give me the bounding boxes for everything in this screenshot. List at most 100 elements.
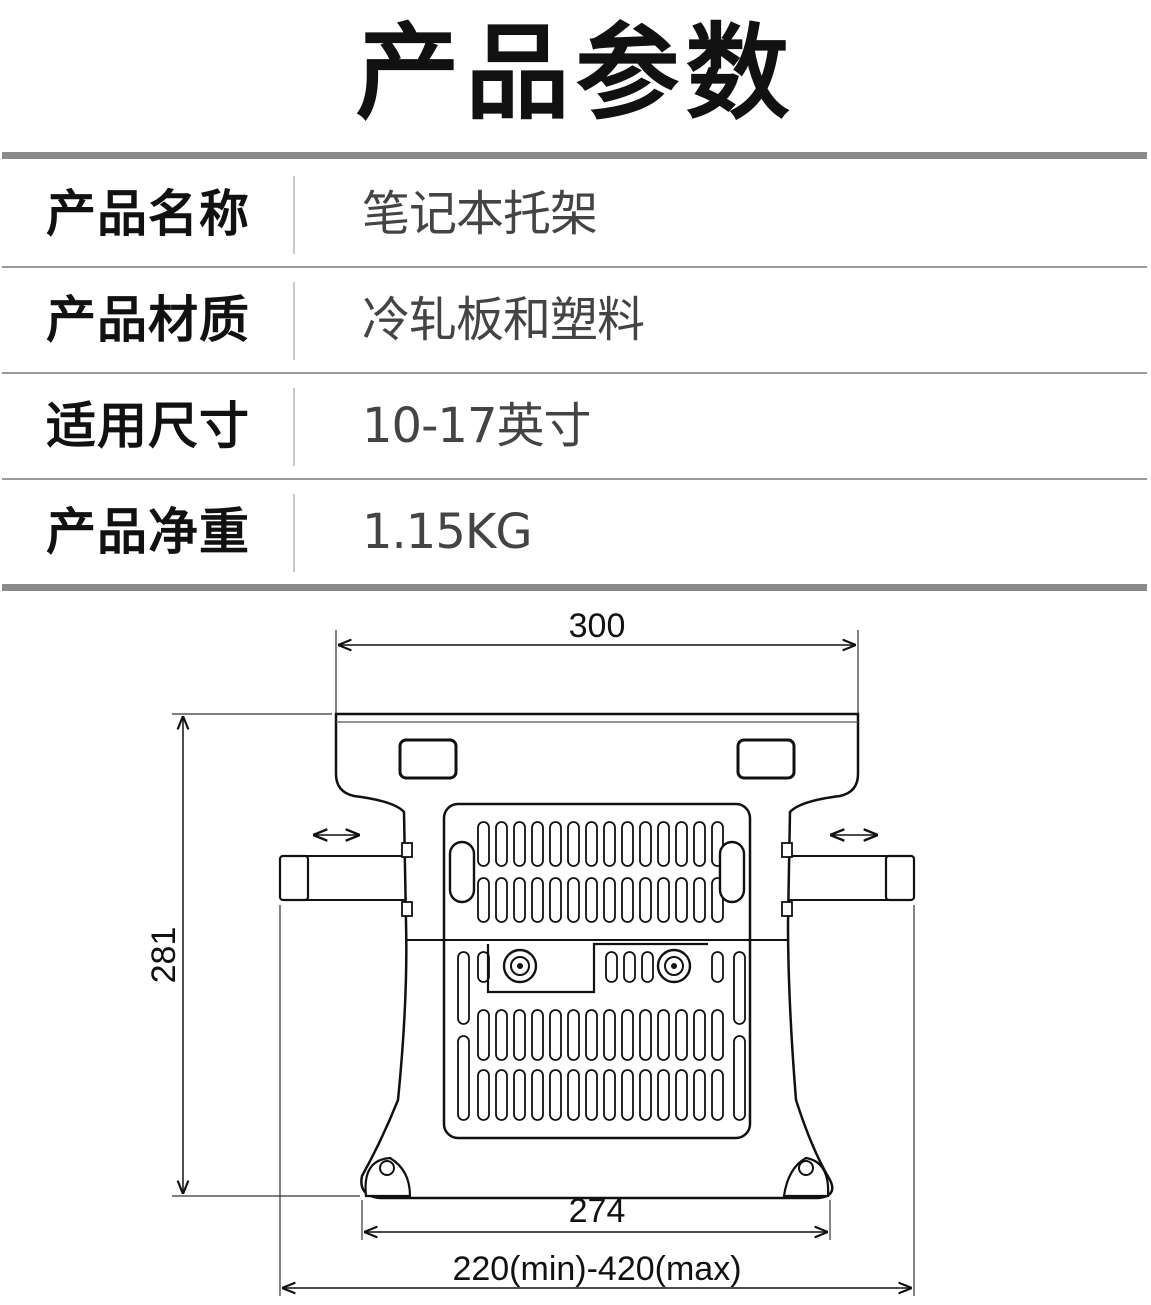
column-divider [293,494,295,572]
spec-row-weight: 产品净重 1.15KG [0,480,1151,584]
vent-slot [675,1069,688,1121]
vent-slot [531,821,544,867]
vent-slot [495,877,508,923]
vent-slot [513,821,526,867]
vent-slot [693,821,706,867]
foot-pad [782,1156,830,1198]
vent-slot [603,821,616,867]
vent-slot [639,1069,652,1121]
vent-slot [477,1069,490,1121]
vent-slot [531,877,544,923]
right-arm [781,835,916,917]
column-divider [293,282,295,360]
arm-range-dimension-label: 220(min)-420(max) [452,1250,741,1288]
spec-value: 10-17英寸 [362,398,591,454]
left-arm [278,835,413,917]
spec-row-material: 产品材质 冷轧板和塑料 [0,268,1151,372]
row-rule [2,266,1147,268]
vent-slot [585,877,598,923]
vent-slot [549,1009,562,1061]
vent-slot [549,877,562,923]
row-rule [2,372,1147,374]
vent-slot [733,1035,746,1121]
vent-slot [639,821,652,867]
vent-slot [549,821,562,867]
vent-slot [711,1069,724,1121]
vent-slot [495,1009,508,1061]
base-dimension-label: 274 [569,1192,626,1230]
foot-pad [364,1156,412,1198]
vent-slot [621,877,634,923]
vent-slot [675,821,688,867]
height-dimension: 281 [145,713,360,1197]
vent-slot [733,951,746,1025]
vent-slot [639,877,652,923]
spec-value: 冷轧板和塑料 [362,292,645,348]
vent-slot [711,877,724,923]
vent-slot [531,1009,544,1061]
vent-slot [623,951,636,983]
vent-slot [567,877,580,923]
vent-slot [567,1069,580,1121]
vent-slot [711,1009,724,1061]
vent-slot [639,1009,652,1061]
vent-slot [495,821,508,867]
vent-slot [513,877,526,923]
spec-label: 产品净重 [46,503,250,561]
vent-slot [675,1009,688,1061]
vent-slot [513,1009,526,1061]
vent-slot [457,1035,470,1121]
vent-slot [477,821,490,867]
vented-plate [442,802,752,1140]
mount-slot [398,738,458,780]
height-dimension-label: 281 [145,927,183,984]
page-title: 产品参数 [355,12,796,134]
vent-slot [693,1069,706,1121]
screw-icon [502,948,538,984]
width-dimension-label: 300 [569,607,626,645]
spec-row-name: 产品名称 笔记本托架 [0,162,1151,266]
column-divider [293,388,295,466]
vent-slot [567,1009,580,1061]
spec-value: 笔记本托架 [362,186,598,242]
spec-value: 1.15KG [362,504,533,560]
top-rule [2,152,1147,159]
vent-slot [549,1069,562,1121]
column-divider [293,176,295,254]
vent-slot [711,951,724,983]
width-dimension: 300 [335,607,859,716]
vent-slot [585,821,598,867]
vent-slot [621,1009,634,1061]
vent-slot [657,821,670,867]
vent-slot [585,1069,598,1121]
vent-slot [585,1009,598,1061]
row-rule [2,478,1147,480]
screw-icon [656,948,692,984]
vent-slot [621,821,634,867]
tray-dimension-diagram: 300 281 [145,607,916,1296]
spec-label: 产品材质 [46,291,250,349]
vent-slot [477,951,490,983]
vent-slot [603,1069,616,1121]
vent-slot [477,877,490,923]
vent-slot [657,1069,670,1121]
arm-range-dimension: 220(min)-420(max) [279,905,915,1296]
vent-slot [693,877,706,923]
vent-slot [513,1069,526,1121]
grip-pad [448,840,476,904]
vent-holes [457,821,746,1121]
vent-slot [605,951,618,983]
vent-slot [477,1009,490,1061]
mount-slot [736,738,796,780]
spec-label: 适用尺寸 [46,397,250,455]
base-dimension: 274 [361,1192,831,1240]
vent-slot [641,951,654,983]
grip-pad [718,840,746,904]
vent-slot [495,1069,508,1121]
vent-slot [567,821,580,867]
spec-row-size: 适用尺寸 10-17英寸 [0,374,1151,478]
vent-slot [711,821,724,867]
vent-slot [603,877,616,923]
vent-slot [675,877,688,923]
vent-slot [457,951,470,1025]
